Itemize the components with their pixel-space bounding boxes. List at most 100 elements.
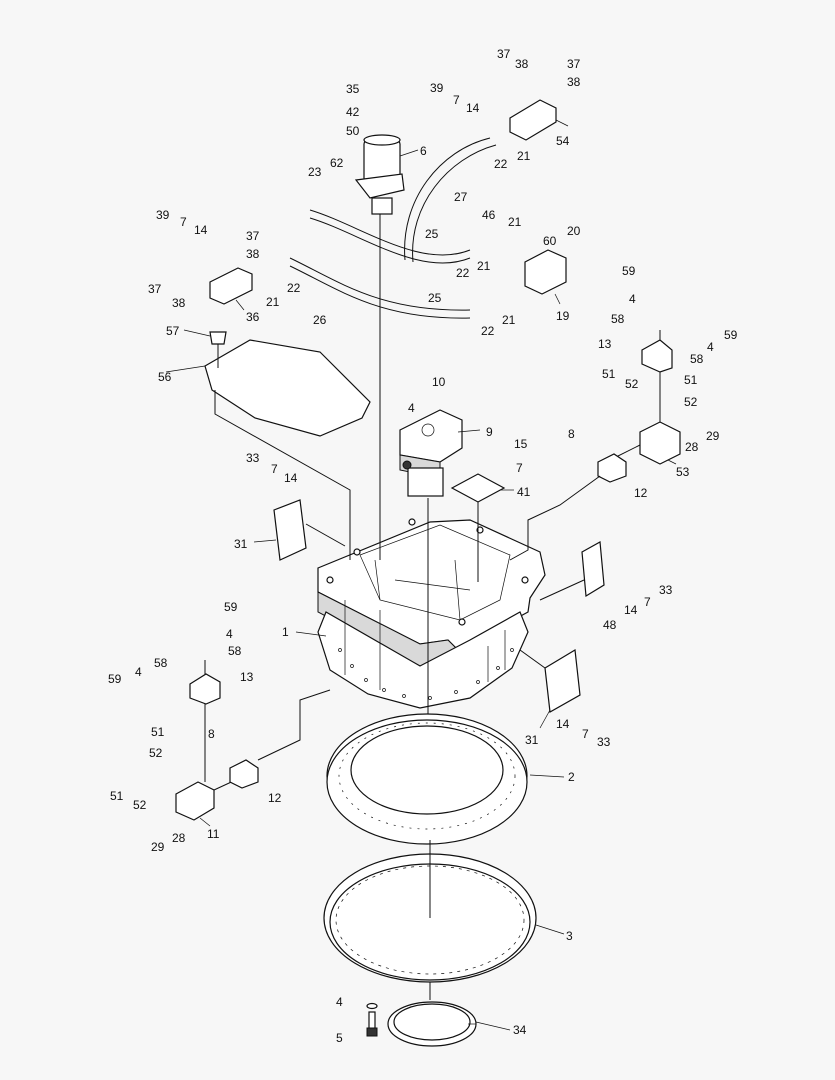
callout-35: 35	[346, 82, 360, 96]
callout-31a: 31	[234, 537, 248, 551]
callout-39b: 39	[156, 208, 170, 222]
callout-33c: 33	[597, 735, 611, 749]
callout-21c: 21	[477, 259, 491, 273]
callout-36: 36	[246, 310, 260, 324]
callout-59b: 59	[724, 328, 738, 342]
callout-48: 48	[603, 618, 617, 632]
callout-23: 23	[308, 165, 322, 179]
callout-19: 19	[556, 309, 570, 323]
callout-12b: 12	[268, 791, 282, 805]
callout-46: 46	[482, 208, 496, 222]
callout-28a: 28	[685, 440, 699, 454]
callout-7e: 7	[644, 595, 651, 609]
slewing-bearing	[323, 840, 537, 1000]
callout-21e: 21	[266, 295, 280, 309]
ring-gear	[326, 713, 528, 845]
callout-41: 41	[517, 485, 531, 499]
block-54	[509, 99, 557, 141]
seal-ring	[387, 1001, 477, 1047]
callout-57: 57	[166, 324, 180, 338]
callout-34: 34	[513, 1023, 527, 1037]
callout-7b: 7	[180, 215, 187, 229]
callout-26: 26	[313, 313, 327, 327]
callout-37a: 37	[497, 47, 511, 61]
cover-31-right	[544, 649, 581, 713]
callout-39a: 39	[430, 81, 444, 95]
callout-33a: 33	[246, 451, 260, 465]
callout-52c: 52	[149, 746, 163, 760]
callout-7f: 7	[582, 727, 589, 741]
callout-4c: 4	[707, 340, 714, 354]
callout-60: 60	[543, 234, 557, 248]
callout-28b: 28	[172, 831, 186, 845]
callout-1: 1	[282, 625, 289, 639]
callout-22b: 22	[456, 266, 470, 280]
callout-52b: 52	[684, 395, 698, 409]
callout-37c: 37	[246, 229, 260, 243]
cover-plate-41	[450, 473, 506, 503]
callout-58d: 58	[154, 656, 168, 670]
callout-7c: 7	[516, 461, 523, 475]
callout-37d: 37	[148, 282, 162, 296]
callout-31b: 31	[525, 733, 539, 747]
callout-12a: 12	[634, 486, 648, 500]
callout-22c: 22	[481, 324, 495, 338]
callout-33b: 33	[659, 583, 673, 597]
callout-14d: 14	[624, 603, 638, 617]
callout-59a: 59	[622, 264, 636, 278]
callout-21b: 21	[508, 215, 522, 229]
callout-6: 6	[420, 144, 427, 158]
callout-58a: 58	[611, 312, 625, 326]
callout-4d: 4	[226, 627, 233, 641]
callout-21d: 21	[502, 313, 516, 327]
callout-51b: 51	[684, 373, 698, 387]
callout-27: 27	[454, 190, 468, 204]
callout-9: 9	[486, 425, 493, 439]
callout-7a: 7	[453, 93, 460, 107]
callout-62: 62	[330, 156, 344, 170]
callout-59c: 59	[224, 600, 238, 614]
callout-25b: 25	[428, 291, 442, 305]
hose-27	[404, 137, 497, 263]
hose-26	[289, 257, 471, 319]
callout-29a: 29	[706, 429, 720, 443]
callout-53: 53	[676, 465, 690, 479]
callout-38a: 38	[515, 57, 529, 71]
callout-13b: 13	[240, 670, 254, 684]
bolt-5	[366, 1002, 378, 1037]
callout-29b: 29	[151, 840, 165, 854]
callout-2: 2	[568, 770, 575, 784]
callout-14a: 14	[466, 101, 480, 115]
callout-4e: 4	[135, 665, 142, 679]
callout-21a: 21	[517, 149, 531, 163]
valve-11	[175, 660, 331, 821]
callout-3: 3	[566, 929, 573, 943]
callout-59d: 59	[108, 672, 122, 686]
callout-14c: 14	[284, 471, 298, 485]
callout-38c: 38	[246, 247, 260, 261]
breather-57	[209, 331, 227, 345]
callout-15: 15	[514, 437, 528, 451]
filter-6	[354, 134, 405, 215]
callout-8a: 8	[568, 427, 575, 441]
callout-58c: 58	[228, 644, 242, 658]
callout-51c: 51	[151, 725, 165, 739]
callout-37b: 37	[567, 57, 581, 71]
callout-20: 20	[567, 224, 581, 238]
callout-22a: 22	[494, 157, 508, 171]
callout-51a: 51	[602, 367, 616, 381]
callout-22d: 22	[287, 281, 301, 295]
callout-38b: 38	[567, 75, 581, 89]
cover-31-left	[273, 499, 307, 561]
callout-52d: 52	[133, 798, 147, 812]
callout-13a: 13	[598, 337, 612, 351]
leader-lines	[165, 119, 677, 1031]
callout-50: 50	[346, 124, 360, 138]
hose-25	[309, 209, 471, 264]
callout-4a: 4	[408, 401, 415, 415]
callout-5: 5	[336, 1031, 343, 1045]
callout-54: 54	[556, 134, 570, 148]
callout-38d: 38	[172, 296, 186, 310]
